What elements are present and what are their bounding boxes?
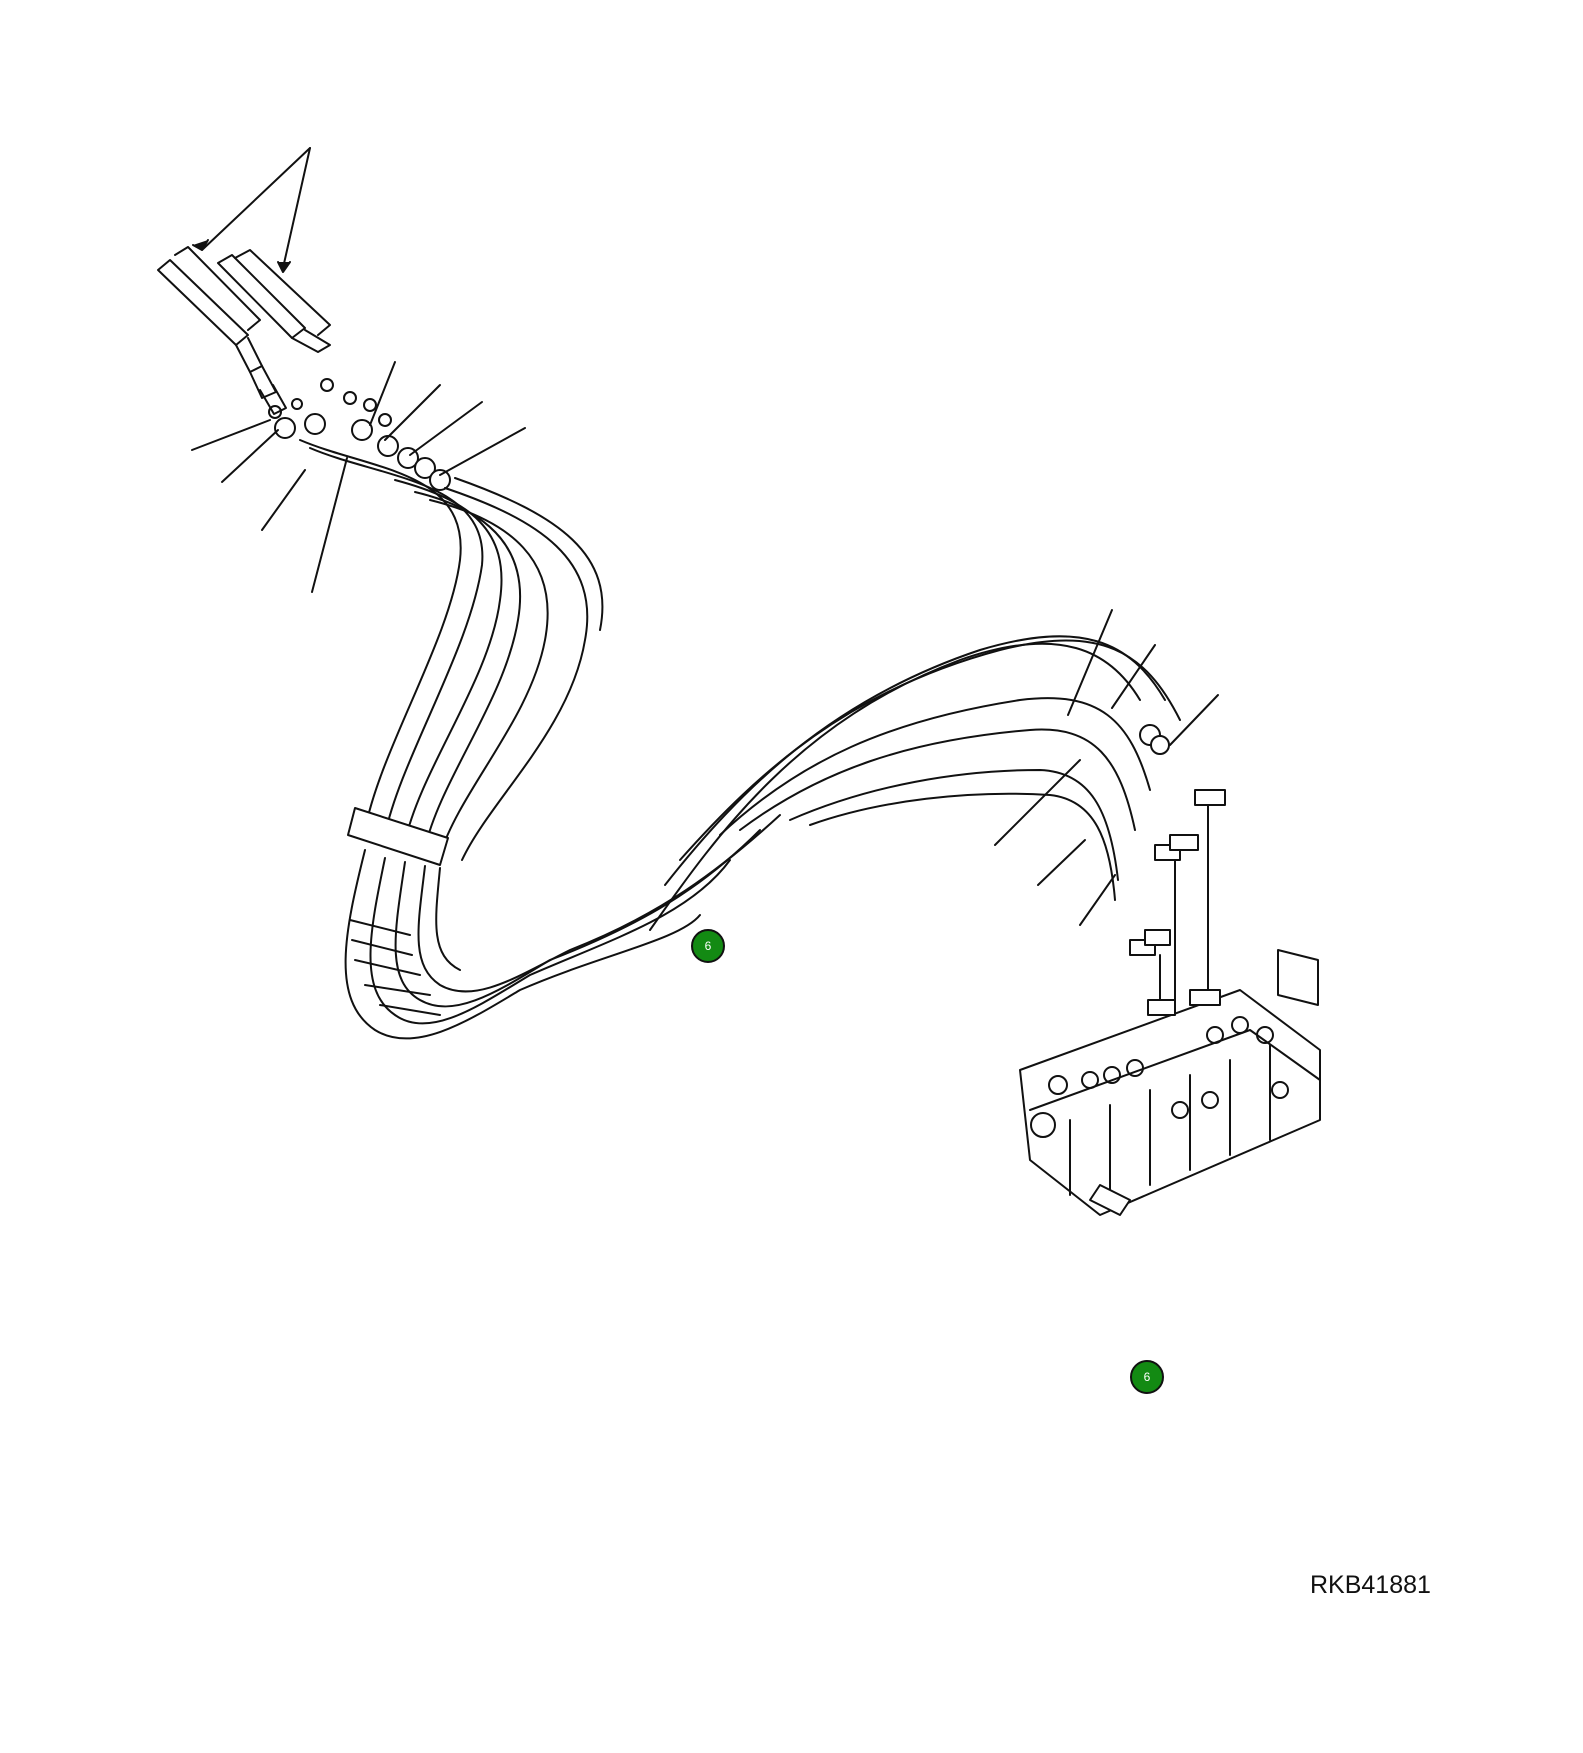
hose-bundle [299, 439, 781, 1040]
long-hoses [649, 635, 1181, 931]
figure-id-label: RKB41881 [1310, 1571, 1431, 1599]
pipe-group [157, 246, 331, 415]
control-valve [1019, 949, 1321, 1216]
seal-rings [268, 378, 392, 427]
top-fittings [274, 413, 451, 491]
arrow-lines [192, 147, 311, 273]
callout-hotspot[interactable]: 6 [691, 929, 725, 963]
right-fittings [1129, 724, 1226, 1011]
leader-lines-top [191, 361, 526, 593]
callout-hotspot[interactable]: 6 [1130, 1360, 1164, 1394]
leader-lines-right [994, 609, 1219, 926]
